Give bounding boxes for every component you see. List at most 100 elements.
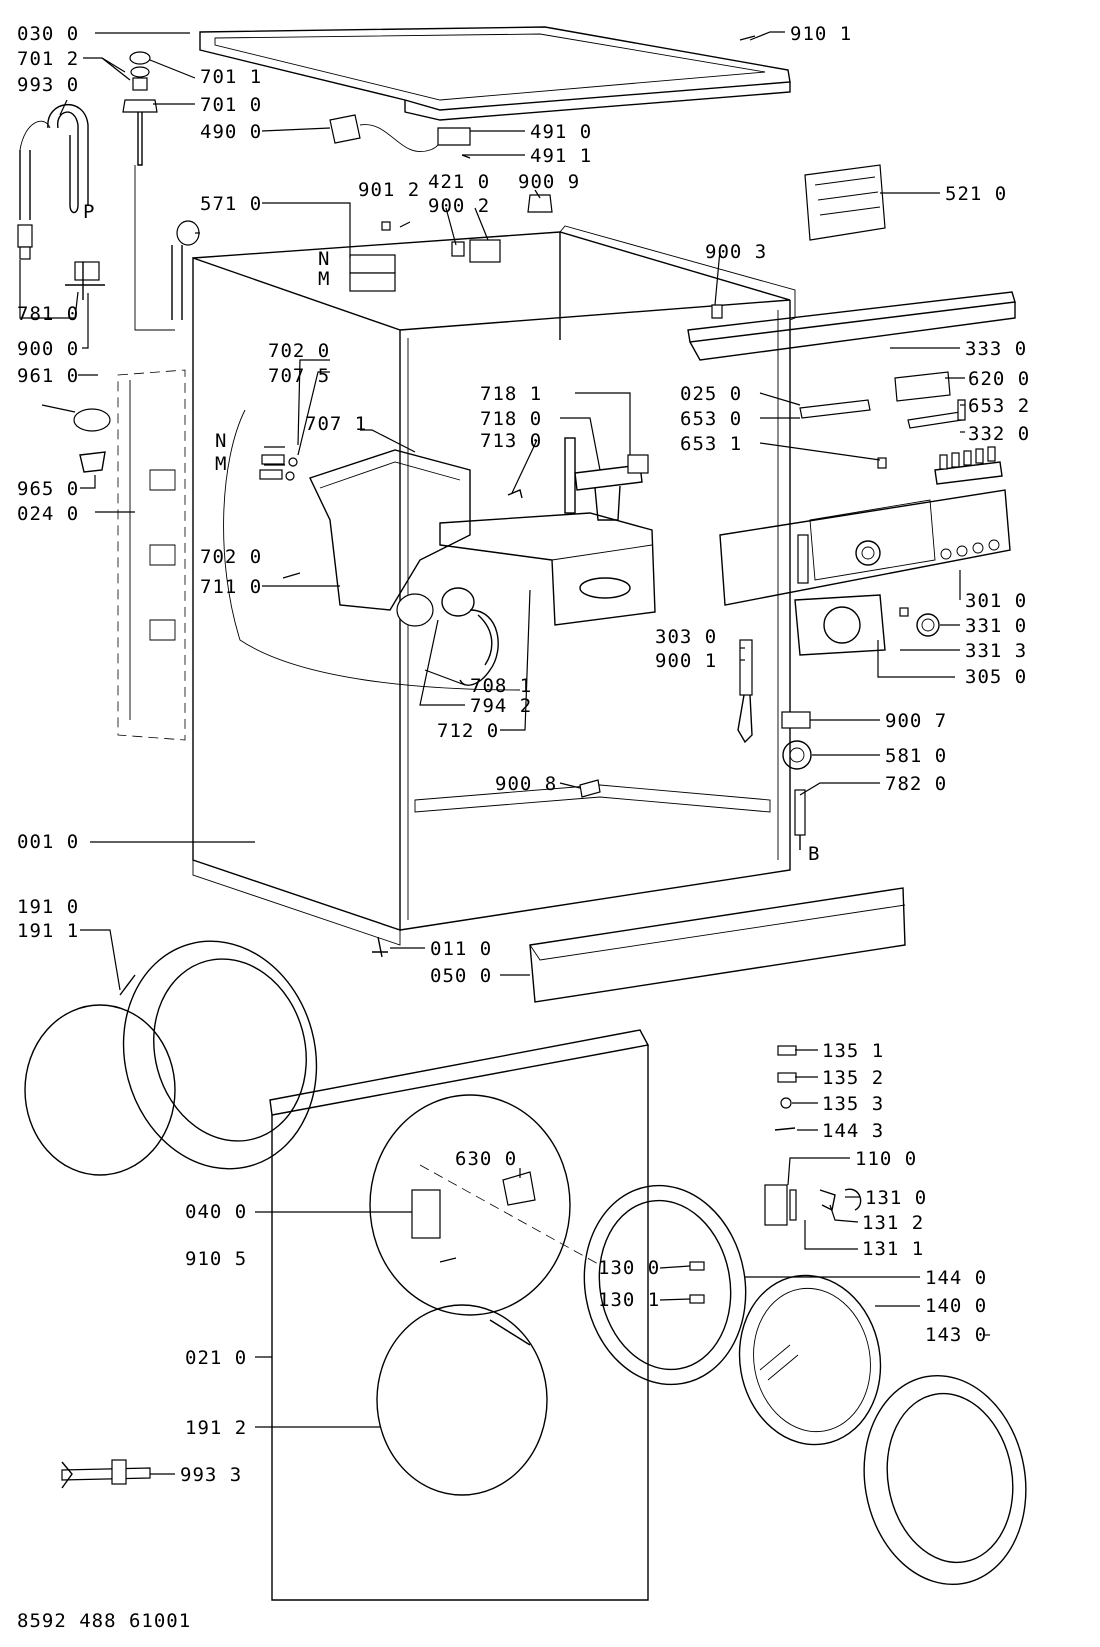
label-024-0: 024 0 (17, 503, 79, 525)
connector-9007 (781, 711, 811, 729)
led-6531 (877, 457, 887, 469)
label-131-0: 131 0 (865, 1187, 927, 1209)
hose-571 (171, 220, 200, 320)
label-191-2: 191 2 (185, 1417, 247, 1439)
label-630-0: 630 0 (455, 1148, 517, 1170)
bracket-653 (957, 399, 966, 421)
inlet-hose (17, 104, 89, 260)
label-965-0: 965 0 (17, 478, 79, 500)
label-900-1: 900 1 (655, 650, 717, 672)
label-781-0: 781 0 (17, 303, 79, 325)
label-900-3: 900 3 (705, 241, 767, 263)
label-303-0: 303 0 (655, 626, 717, 648)
label-901-2: 901 2 (358, 179, 420, 201)
leader-lines (19, 31, 990, 1475)
label-421-0: 421 0 (428, 171, 490, 193)
label-993-0: 993 0 (17, 74, 79, 96)
label-491-1: 491 1 (530, 145, 592, 167)
label-050-0: 050 0 (430, 965, 492, 987)
label-135-2: 135 2 (822, 1067, 884, 1089)
filter-cap (41, 404, 111, 432)
control-panel (719, 489, 1011, 606)
label-653-0: 653 0 (680, 408, 742, 430)
label-301-0: 301 0 (965, 590, 1027, 612)
label-305-0: 305 0 (965, 666, 1027, 688)
label-707-1: 707 1 (305, 413, 367, 435)
label-135-1: 135 1 (822, 1040, 884, 1062)
gasket-965 (79, 451, 106, 473)
label-653-2: 653 2 (968, 395, 1030, 417)
letter-m-valve: M (318, 268, 330, 290)
label-782-0: 782 0 (885, 773, 947, 795)
label-332-0: 332 0 (968, 423, 1030, 445)
solenoid-valves (349, 194, 553, 292)
rod-782 (794, 789, 806, 836)
label-900-0: 900 0 (17, 338, 79, 360)
door-frame (583, 1184, 747, 1386)
label-131-2: 131 2 (862, 1212, 924, 1234)
label-900-7: 900 7 (885, 710, 947, 732)
hose-connectors (259, 454, 298, 481)
label-701-2: 701 2 (17, 48, 79, 70)
label-491-0: 491 0 (530, 121, 592, 143)
label-708-1: 708 1 (470, 675, 532, 697)
screw-9003 (711, 304, 723, 319)
label-331-3: 331 3 (965, 640, 1027, 662)
label-993-3: 993 3 (180, 1464, 242, 1486)
label-191-1: 191 1 (17, 920, 79, 942)
console-frame (687, 291, 1016, 361)
label-140-0: 140 0 (925, 1295, 987, 1317)
label-712-0: 712 0 (437, 720, 499, 742)
drawing-number: 8592 488 61001 (17, 1610, 191, 1632)
letter-n-valve: N (318, 248, 330, 270)
bellows-hose (441, 587, 499, 686)
label-713-0: 713 0 (480, 430, 542, 452)
keys-strip (934, 446, 1003, 485)
hinge-small-parts (774, 1045, 797, 1131)
control-board (804, 164, 886, 241)
label-130-1: 130 1 (598, 1289, 660, 1311)
light-guide-2 (907, 411, 963, 429)
label-110-0: 110 0 (855, 1148, 917, 1170)
mains-cable (329, 114, 456, 153)
label-961-0: 961 0 (17, 365, 79, 387)
cabinet-frame (192, 225, 796, 946)
top-cover (199, 26, 791, 121)
siphon-parts (507, 437, 649, 521)
letter-marks: N M P N M B (83, 201, 820, 865)
label-702-0-top: 702 0 (268, 340, 330, 362)
filter-part (437, 127, 471, 146)
label-001-0: 001 0 (17, 831, 79, 853)
clip-9012 (381, 221, 391, 231)
label-910-5: 910 5 (185, 1248, 247, 1270)
label-718-1: 718 1 (480, 383, 542, 405)
light-guide (799, 399, 871, 419)
letter-b-rod: B (808, 843, 820, 865)
tube-assembly (65, 261, 105, 300)
screw-9008 (579, 779, 601, 798)
rear-panel (117, 369, 186, 741)
timer (782, 740, 812, 770)
label-702-0-bottom: 702 0 (200, 546, 262, 568)
label-144-3: 144 3 (822, 1120, 884, 1142)
front-panel (269, 1029, 650, 1601)
label-130-0: 130 0 (598, 1257, 660, 1279)
label-490-0: 490 0 (200, 121, 262, 143)
label-040-0: 040 0 (185, 1201, 247, 1223)
knob-inner (921, 618, 935, 632)
part-drawings (17, 26, 1027, 1601)
label-131-1: 131 1 (862, 1238, 924, 1260)
label-143-0: 143 0 (925, 1324, 987, 1346)
label-011-0: 011 0 (430, 938, 492, 960)
label-030-0: 030 0 (17, 23, 79, 45)
label-900-2: 900 2 (428, 195, 490, 217)
label-910-1: 910 1 (790, 23, 852, 45)
label-718-0: 718 0 (480, 408, 542, 430)
knob-clip (899, 607, 909, 617)
label-900-9: 900 9 (518, 171, 580, 193)
label-331-0: 331 0 (965, 615, 1027, 637)
stopper-parts (122, 51, 175, 331)
label-135-3: 135 3 (822, 1093, 884, 1115)
letter-n-connector: N (215, 430, 227, 452)
